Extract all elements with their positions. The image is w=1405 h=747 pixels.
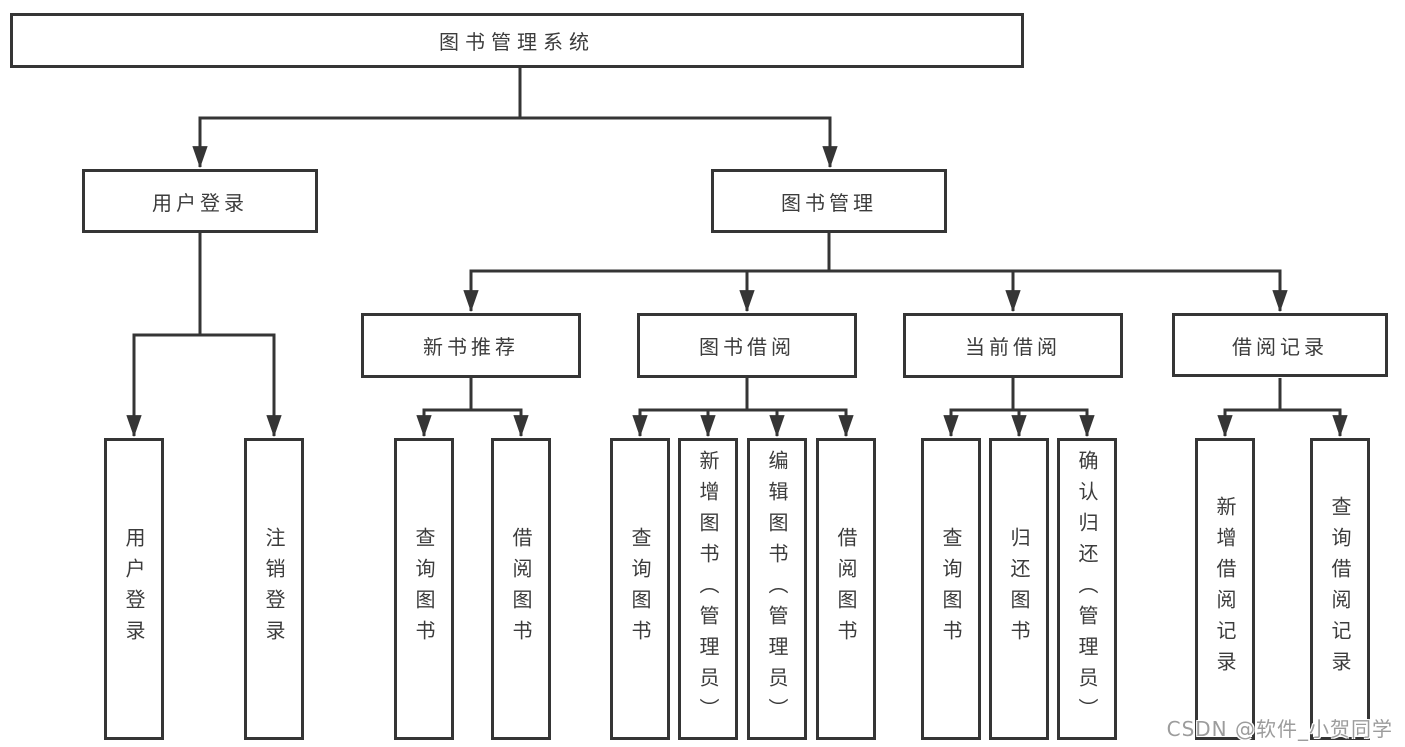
edge-user-login-children xyxy=(126,233,282,438)
leaf-query-borrow-record: 查询借阅记录 xyxy=(1310,438,1370,740)
node-label: 图书管理系统 xyxy=(439,30,595,54)
node-label: 图书借阅 xyxy=(699,335,795,359)
node-label: 新增图书（管理员） xyxy=(696,449,720,729)
node-label: 查询借阅记录 xyxy=(1328,496,1352,682)
leaf-user-login: 用户登录 xyxy=(104,438,164,740)
node-label: 借阅图书 xyxy=(509,527,533,651)
node-label: 当前借阅 xyxy=(965,335,1061,359)
node-label: 注销登录 xyxy=(262,527,286,651)
node-label: 借阅图书 xyxy=(834,527,858,651)
edge-root-to-level1 xyxy=(192,68,838,169)
node-label: 确认归还（管理员） xyxy=(1075,449,1099,729)
leaf-add-books-admin: 新增图书（管理员） xyxy=(678,438,738,740)
node-book-management: 图书管理 xyxy=(711,169,947,233)
node-label: 新书推荐 xyxy=(423,335,519,359)
node-label: 图书管理 xyxy=(781,190,877,215)
leaf-add-borrow-record: 新增借阅记录 xyxy=(1195,438,1255,740)
leaf-query-books: 查询图书 xyxy=(394,438,454,740)
node-label: 用户登录 xyxy=(122,527,146,651)
node-user-login: 用户登录 xyxy=(82,169,318,233)
node-label: 查询图书 xyxy=(939,527,963,651)
edge-book-borrowing-children xyxy=(632,378,854,438)
edge-borrowing-records-children xyxy=(1217,378,1348,438)
csdn-watermark: CSDN @软件_小贺同学 xyxy=(1166,717,1393,741)
leaf-logout: 注销登录 xyxy=(244,438,304,740)
leaf-borrow-books: 借阅图书 xyxy=(491,438,551,740)
node-label: 查询图书 xyxy=(628,527,652,651)
node-label: 新增借阅记录 xyxy=(1213,496,1237,682)
node-label: 编辑图书（管理员） xyxy=(765,449,789,729)
node-new-book-recommend: 新书推荐 xyxy=(361,313,581,378)
node-book-borrowing: 图书借阅 xyxy=(637,313,857,378)
node-label: 用户登录 xyxy=(152,190,248,215)
edge-current-borrowing-children xyxy=(943,378,1095,438)
node-borrowing-records: 借阅记录 xyxy=(1172,313,1388,377)
node-label: 归还图书 xyxy=(1007,527,1031,651)
edge-book-management-children xyxy=(463,233,1288,313)
node-label: 查询图书 xyxy=(412,527,436,651)
leaf-confirm-return-admin: 确认归还（管理员） xyxy=(1057,438,1117,740)
node-label: 借阅记录 xyxy=(1232,334,1328,359)
node-current-borrowing: 当前借阅 xyxy=(903,313,1123,378)
node-library-management-system: 图书管理系统 xyxy=(10,13,1024,68)
leaf-query-books: 查询图书 xyxy=(921,438,981,740)
leaf-return-books: 归还图书 xyxy=(989,438,1049,740)
leaf-borrow-books: 借阅图书 xyxy=(816,438,876,740)
leaf-query-books: 查询图书 xyxy=(610,438,670,740)
edge-new-book-recommend-children xyxy=(416,378,529,438)
leaf-edit-books-admin: 编辑图书（管理员） xyxy=(747,438,807,740)
